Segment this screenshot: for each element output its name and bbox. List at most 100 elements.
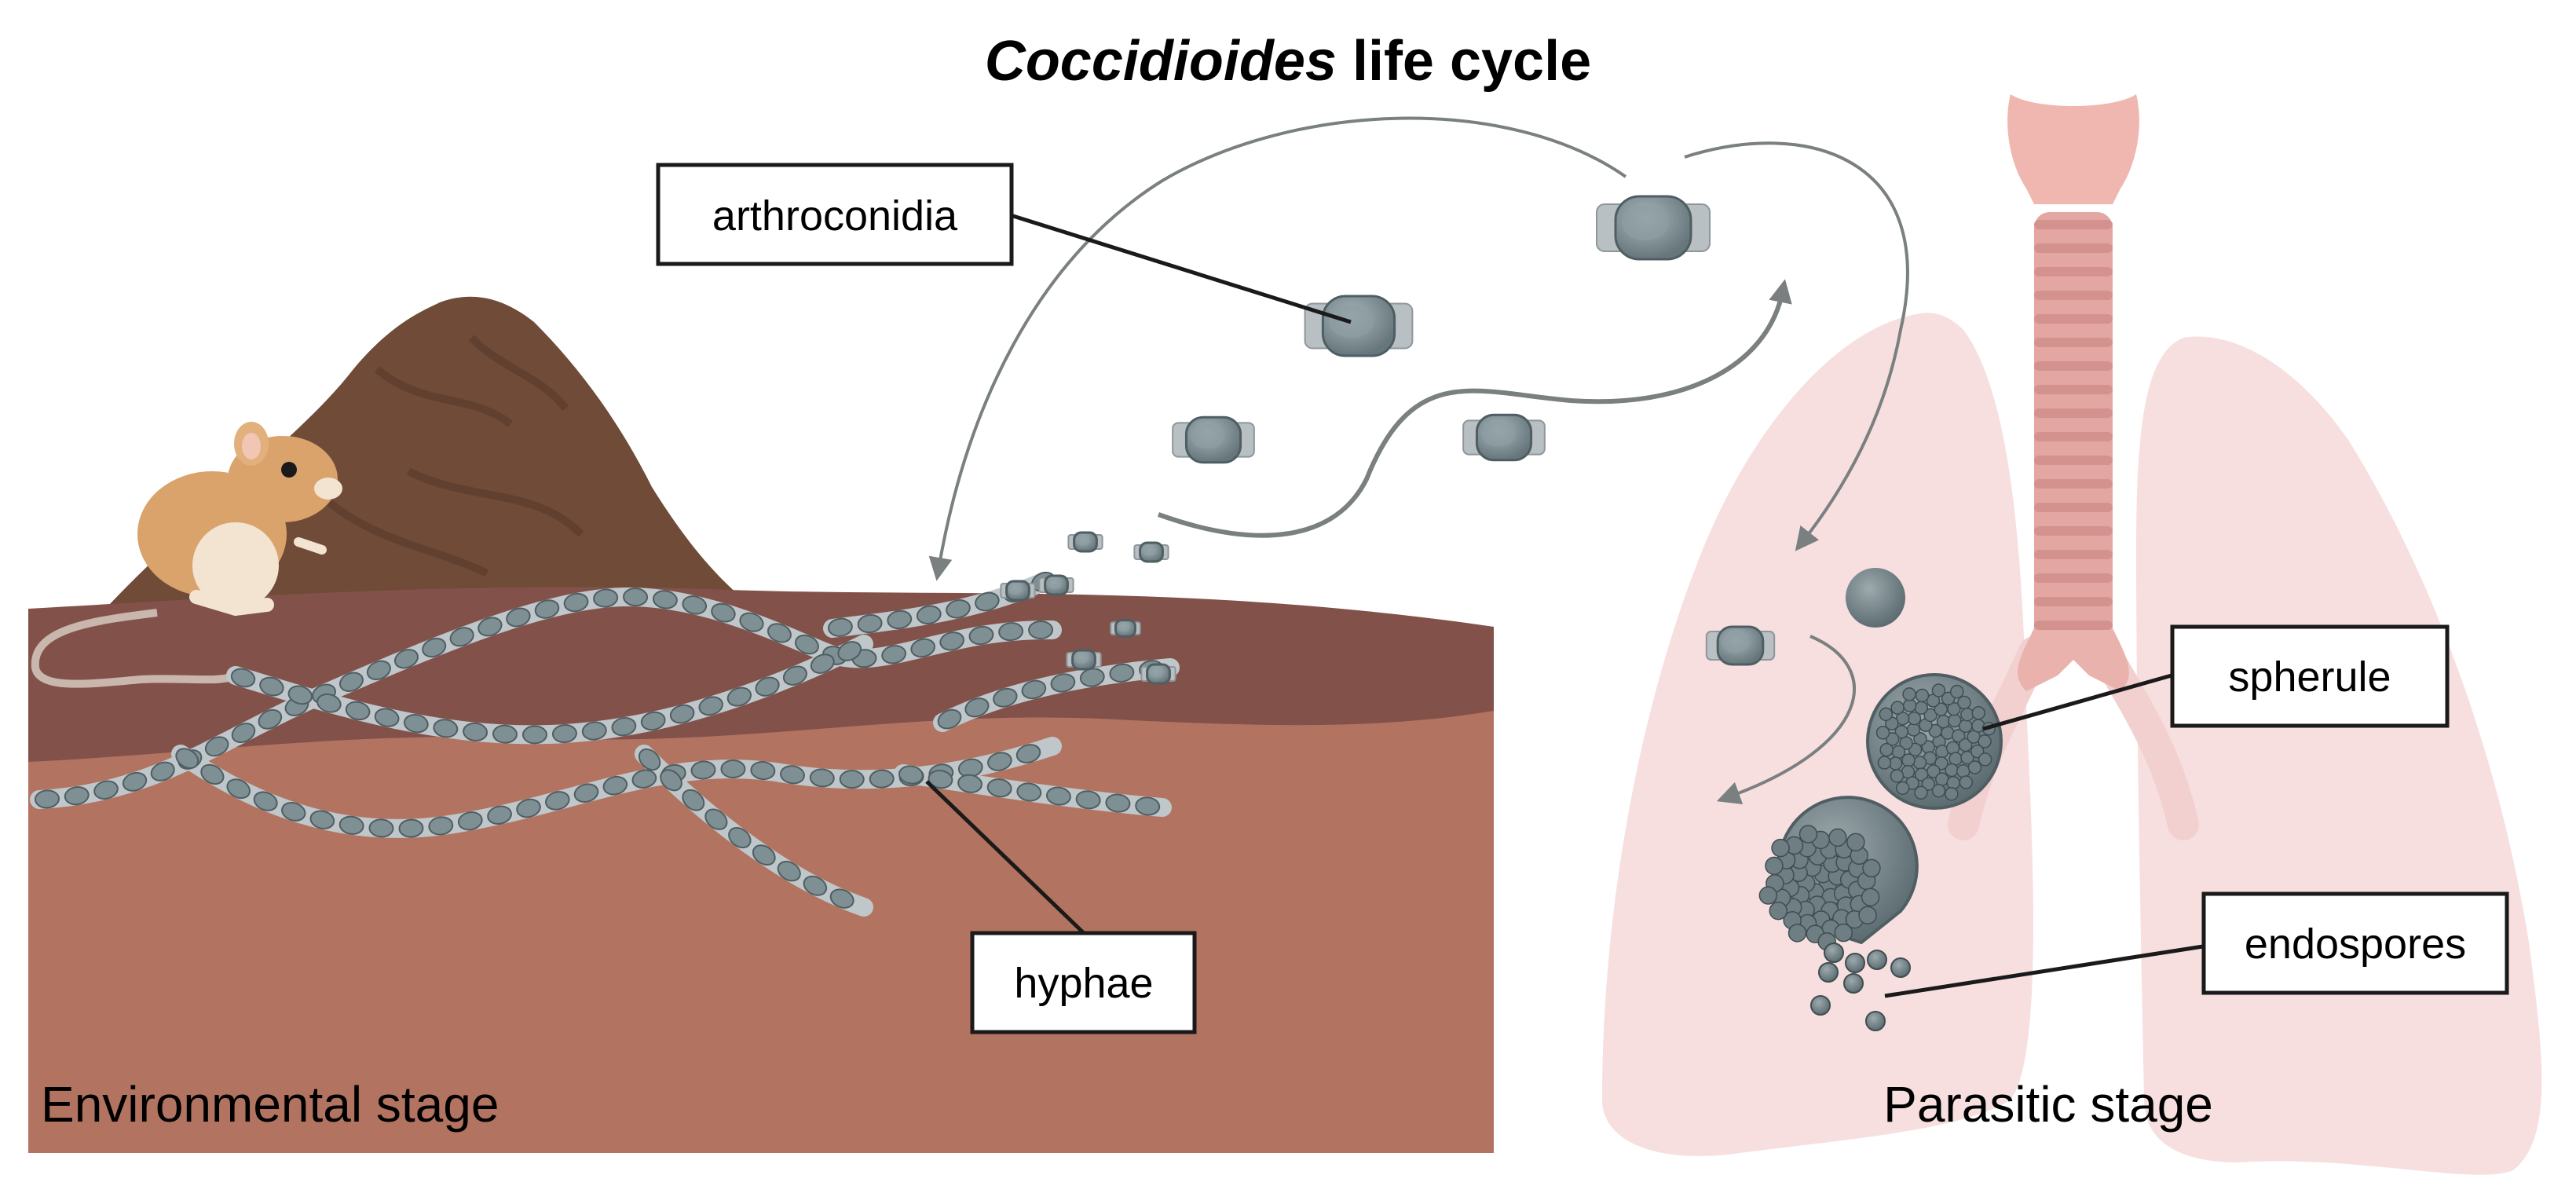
trachea-ring [2034, 361, 2113, 371]
hypha-segment [711, 602, 736, 623]
hypha-segment [1028, 620, 1054, 640]
hypha-segment [204, 736, 229, 757]
spherule-endospore [1978, 752, 1992, 767]
hypha-segment [698, 696, 723, 716]
hypha-segment [611, 717, 637, 737]
spherule-endospore [1958, 719, 1973, 734]
hypha-segment [545, 791, 570, 811]
hypha-segment [122, 771, 148, 792]
endospore [1845, 953, 1865, 973]
hypha-segment [837, 641, 862, 661]
hypha-segment [1050, 673, 1076, 693]
hypha-segment [898, 765, 924, 785]
trachea-ring [2034, 338, 2113, 347]
hypha-segment [755, 676, 780, 697]
hypha-segment [767, 623, 792, 643]
hypha-segment [631, 769, 657, 789]
hypha-segment [669, 704, 695, 724]
arthroconidium-left [1172, 415, 1255, 464]
hypha-segment [975, 591, 1000, 612]
hypha-segment [175, 748, 199, 770]
mature-spherule [1866, 673, 2003, 810]
rupture-endospore [1765, 856, 1784, 876]
trachea-ring [2034, 385, 2113, 394]
spherule-endospore [1879, 742, 1894, 757]
hypha-segment [64, 786, 90, 806]
spherule-endospore [1945, 786, 1959, 801]
trachea-ring [2034, 550, 2113, 559]
arthroconidium-labeled [1304, 295, 1414, 357]
right-lung [2136, 336, 2542, 1175]
hypha-segment [690, 760, 716, 780]
endospore [1843, 973, 1864, 994]
endospore [1865, 1011, 1886, 1031]
leader-spherule [1982, 673, 2172, 731]
spherule-endospore [1877, 756, 1892, 770]
hypha-segment [682, 595, 708, 615]
trachea-ring [2034, 503, 2113, 512]
spherule-endospore [1914, 767, 1929, 782]
trachea-ring [2034, 220, 2113, 229]
hypha-segment [433, 719, 459, 738]
leader-endospores [1884, 944, 2204, 998]
spherule-endospore [1906, 723, 1921, 737]
hypha-segment [869, 769, 895, 789]
leader-arthroconidia [1012, 214, 1352, 324]
endospore [1818, 962, 1839, 983]
hypha-segment [803, 875, 828, 896]
arthroconidium-right [1462, 413, 1546, 462]
hypha-segment [1016, 782, 1042, 802]
trachea [2007, 94, 2139, 691]
endospore [1890, 957, 1911, 978]
spherule-endospore [1902, 687, 1916, 701]
trachea-ring [2034, 597, 2113, 606]
hypha-segment [317, 693, 342, 713]
hypha-segment [516, 798, 541, 818]
hypha-segment [463, 722, 488, 741]
hypha-segment [521, 725, 547, 745]
trachea-ring [2034, 479, 2113, 489]
cycle-arrows [928, 116, 1909, 805]
hypha-segment [563, 592, 589, 613]
hypha-segment [487, 805, 512, 825]
hypha-segment [780, 765, 805, 785]
hypha-segment [964, 697, 990, 718]
spherule-endospore [1875, 726, 1890, 740]
rupture-endospore [1771, 838, 1790, 858]
trachea-ring [2034, 314, 2113, 324]
endospore [1867, 950, 1887, 970]
hypha-segment [910, 638, 935, 658]
hypha-segment [998, 622, 1024, 642]
hypha-segment [968, 625, 994, 646]
hypha-segment [602, 775, 628, 796]
rupture-endospore [1861, 888, 1880, 906]
hypha-segment [449, 627, 474, 647]
rupture-endospore [1787, 924, 1807, 943]
hypha-segment [652, 590, 678, 609]
spherule-endospore [1915, 688, 1930, 703]
arrow-spherule-development [1716, 635, 1856, 805]
leader-hyphae [925, 780, 1085, 935]
hypha-segment [728, 826, 752, 849]
hypha-segment [226, 778, 251, 800]
hypha-segment [682, 789, 705, 811]
hypha-segment [1015, 744, 1041, 763]
arrow-return-to-soil [928, 116, 1627, 581]
hypha-segment [281, 801, 306, 822]
left-lung [1602, 313, 2033, 1156]
label-spherule: spherule [2170, 624, 2450, 728]
spherule-endospore [1935, 772, 1949, 786]
arthroconidium-top [1596, 195, 1711, 261]
spherule-endospore [1914, 701, 1929, 715]
rupture-endospore [1846, 833, 1865, 851]
hypha-segment [478, 617, 503, 637]
hypha-segment [839, 770, 865, 789]
label-hyphae: hyphae [970, 931, 1197, 1034]
hyphae-segments [34, 571, 1165, 909]
hypha-segment [809, 768, 835, 788]
hypha-segment [34, 789, 60, 809]
spherule-endospore [1947, 701, 1961, 716]
hypha-segment [393, 649, 419, 669]
rupture-endospore [1858, 906, 1877, 924]
